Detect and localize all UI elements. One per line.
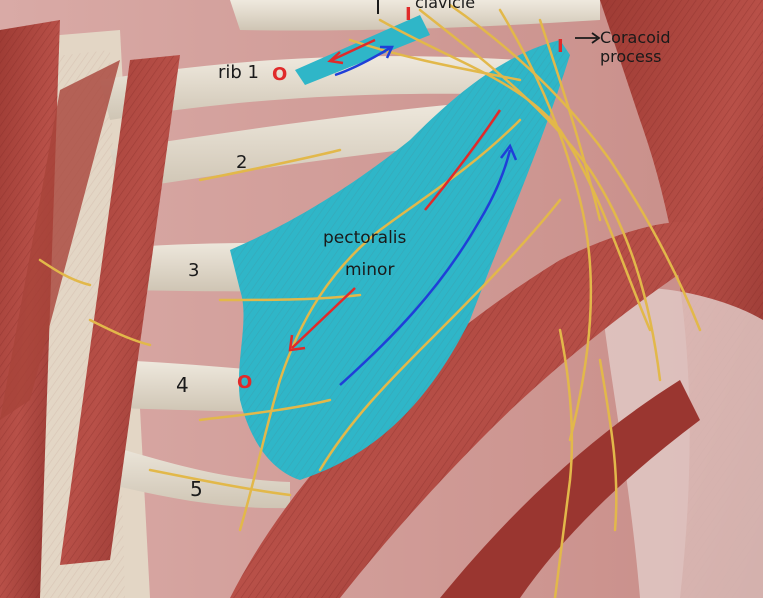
coracoid-label-line2: process [600,47,661,66]
subclavius-origin-marker: O [272,64,287,85]
contraction-arrow-blue-top-icon [334,45,394,77]
rib-1-label: rib 1 [218,62,259,83]
rib-5-label: 5 [190,477,203,501]
muscle-label-line1: pectoralis [323,228,407,248]
rib-1-bone [100,56,520,120]
coracoid-arrow-icon [575,32,601,44]
contraction-arrow-red-top-icon [327,38,376,65]
arm-fascia [600,287,763,598]
pec-minor-origin-marker: O [237,372,252,393]
pec-minor-insertion-marker: I [557,36,564,57]
contraction-arrow-blue-long-icon [339,143,518,386]
subclavius-insertion-marker: I [405,4,412,25]
rib-5-bone [85,440,290,509]
contraction-arrow-red-upper-icon [424,109,502,211]
nerve-plexus [38,3,702,598]
rib-2-bone [110,100,505,190]
coracoid-label-line1: Coracoid [600,28,671,47]
muscle-label-line2: minor [345,260,394,280]
rib-3-label: 3 [188,260,199,281]
subclavius-muscle [295,15,430,85]
clavicle-label: clavicle [415,0,475,12]
contraction-arrow-red-lower-icon [288,287,356,352]
rib-2-label: 2 [236,152,247,173]
rib-4-label: 4 [176,373,189,397]
